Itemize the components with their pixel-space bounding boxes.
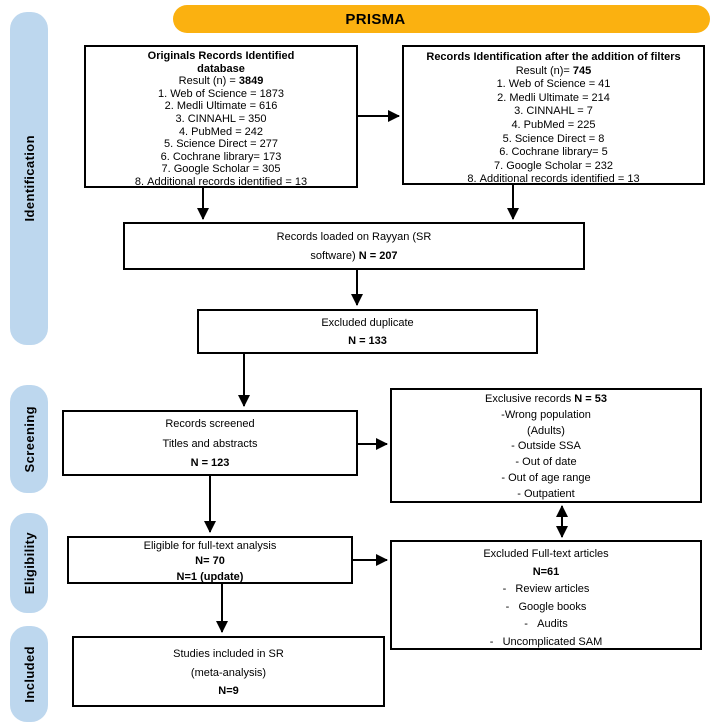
- list-item: - Outside SSA: [511, 440, 581, 453]
- box-screened-line2: Titles and abstracts: [162, 437, 258, 450]
- list-item: -Wrong population: [501, 408, 591, 421]
- box-screened-count: N = 123: [190, 457, 230, 469]
- list-item: - Uncomplicated SAM: [489, 635, 603, 648]
- list-item: Science Direct = 277: [86, 138, 356, 151]
- box-excluded-full-text: Excluded Full-text articles N=61 - Revie…: [390, 540, 702, 650]
- box-rayyan-line1: Records loaded on Rayyan (SR: [276, 231, 432, 243]
- list-item: Science Direct = 8: [404, 133, 703, 147]
- list-item: PubMed = 225: [404, 119, 703, 133]
- box-eligible-full-text: Eligible for full-text analysis N= 70 N=…: [67, 536, 353, 584]
- box-filters-source-list: Web of Science = 41 Medli Ultimate = 214…: [404, 78, 703, 187]
- list-item: Cochrane library= 173: [86, 151, 356, 164]
- list-item: - Google books: [505, 600, 587, 613]
- box-records-identified-database: Originals Records Identified database Re…: [84, 45, 358, 188]
- list-item: Google Scholar = 305: [86, 163, 356, 176]
- list-item: Medli Ultimate = 616: [86, 100, 356, 113]
- list-item: Additional records identified = 13: [86, 176, 356, 189]
- list-item: Cochrane library= 5: [404, 146, 703, 160]
- prisma-banner-title: PRISMA: [345, 10, 406, 28]
- list-item: - Out of date: [515, 456, 577, 469]
- box-exclusive-title: Exclusive records N = 53: [485, 393, 607, 405]
- box-screened-line1: Records screened: [165, 418, 255, 430]
- box-studies-included: Studies included in SR (meta-analysis) N…: [72, 636, 385, 707]
- box-included-line1: Studies included in SR: [173, 648, 284, 660]
- box-filters-title: Records Identification after the additio…: [426, 51, 681, 63]
- box-duplicate-line1: Excluded duplicate: [321, 317, 414, 329]
- stage-identification-label: Identification: [21, 135, 37, 222]
- box-records-screened: Records screened Titles and abstracts N …: [62, 410, 358, 476]
- box-eligible-count: N= 70: [195, 555, 225, 568]
- box-included-line2: (meta-analysis): [190, 666, 267, 679]
- stage-eligibility-label: Eligibility: [21, 531, 37, 595]
- stage-screening-label: Screening: [21, 405, 37, 473]
- box-excluded-duplicate: Excluded duplicate N = 133: [197, 309, 538, 354]
- list-item: Web of Science = 41: [404, 78, 703, 92]
- list-item: - Review articles: [502, 583, 590, 595]
- list-item: Google Scholar = 232: [404, 160, 703, 174]
- list-item: PubMed = 242: [86, 126, 356, 139]
- box-duplicate-count: N = 133: [348, 335, 387, 347]
- list-item: Additional records identified = 13: [404, 173, 703, 187]
- box-rayyan-count: N = 207: [358, 250, 398, 262]
- stage-screening: Screening: [10, 385, 48, 493]
- stage-included: Included: [10, 626, 48, 722]
- list-item: (Adults): [527, 424, 565, 437]
- box-originals-title-line1: Originals Records Identified: [147, 50, 295, 62]
- list-item: CINNAHL = 350: [86, 113, 356, 126]
- box-excluded-ft-count: N=61: [532, 565, 560, 578]
- list-item: Medli Ultimate = 214: [404, 92, 703, 106]
- stage-identification: Identification: [10, 12, 48, 345]
- box-filters-result-value: 745: [572, 64, 592, 77]
- box-originals-result: Result (n) = 3849: [178, 75, 264, 88]
- box-excluded-ft-title: Excluded Full-text articles: [483, 548, 609, 560]
- box-exclusive-records: Exclusive records N = 53 -Wrong populati…: [390, 388, 702, 503]
- list-item: Web of Science = 1873: [86, 88, 356, 101]
- stage-included-label: Included: [21, 645, 37, 703]
- box-eligible-line1: Eligible for full-text analysis: [143, 540, 277, 552]
- box-filters-result: Result (n)= 745: [515, 64, 592, 77]
- prisma-banner: PRISMA: [173, 5, 710, 33]
- list-item: - Outpatient: [517, 487, 575, 500]
- box-exclusive-count: N = 53: [574, 393, 607, 405]
- box-records-after-filters: Records Identification after the additio…: [402, 45, 705, 185]
- box-records-loaded-rayyan: Records loaded on Rayyan (SR software) N…: [123, 222, 585, 270]
- box-originals-source-list: Web of Science = 1873 Medli Ultimate = 6…: [86, 88, 356, 189]
- box-included-count: N=9: [218, 685, 239, 697]
- stage-eligibility: Eligibility: [10, 513, 48, 613]
- list-item: - Audits: [524, 618, 568, 630]
- list-item: CINNAHL = 7: [404, 105, 703, 119]
- box-originals-result-value: 3849: [238, 75, 264, 88]
- box-originals-title-line2: database: [197, 62, 245, 75]
- box-eligible-update-count: N=1 (update): [176, 570, 244, 583]
- box-rayyan-line2: software) N = 207: [310, 250, 398, 262]
- list-item: - Out of age range: [501, 471, 591, 484]
